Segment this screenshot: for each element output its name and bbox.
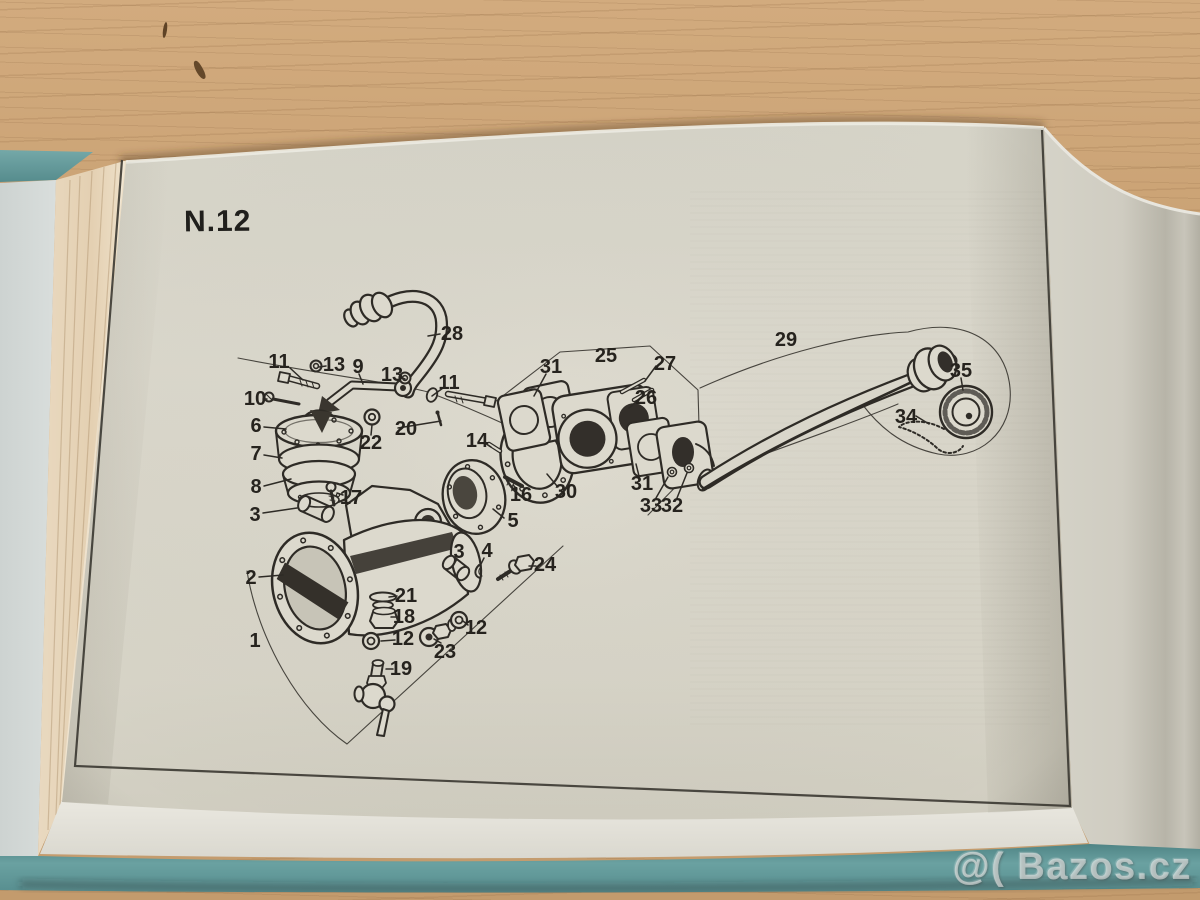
leader-line [262, 507, 298, 514]
part-label-23: 23 [434, 641, 456, 663]
part-label-26: 26 [635, 387, 657, 409]
part-label-14: 14 [466, 430, 489, 452]
part-label-12: 12 [465, 617, 487, 639]
diagram-frame-border [73, 129, 1072, 808]
part-label-16: 16 [510, 484, 532, 506]
part-label-10: 10 [244, 388, 266, 410]
small-parts-bottom [353, 441, 535, 737]
leader-line [462, 620, 469, 626]
part-label-29: 29 [775, 329, 797, 351]
exploded-diagram: 2811139131110620227817321211812192312342… [237, 289, 1011, 745]
leader-line [452, 558, 458, 567]
part-label-22: 22 [360, 432, 382, 454]
part-label-34: 34 [895, 406, 918, 428]
left-page-sliver [0, 180, 56, 858]
part-label-28: 28 [441, 323, 463, 345]
gasket-flange-right [625, 416, 715, 490]
part-label-8: 8 [250, 476, 261, 498]
leader-line [388, 595, 398, 598]
leader-line [370, 424, 373, 436]
leader-line [628, 400, 638, 409]
leader-line [358, 373, 364, 385]
leader-line [676, 472, 688, 499]
book-bottom-shadow [19, 877, 1196, 892]
leader-line [318, 365, 327, 368]
page-top-shadow [119, 117, 1045, 164]
watermark: @( Bazos.cz [952, 846, 1192, 888]
filler-cap-35 [938, 384, 994, 440]
part-label-19: 19 [390, 658, 412, 680]
leader-line [960, 377, 964, 391]
leader-line [263, 454, 283, 459]
part-label-13: 13 [323, 354, 345, 376]
book-cover-teal-bottom [0, 844, 1200, 893]
leader-line [397, 420, 442, 429]
part-label-35: 35 [950, 360, 972, 382]
part-label-6: 6 [250, 415, 261, 437]
part-label-33: 33 [640, 495, 662, 517]
part-label-30: 30 [555, 481, 577, 503]
part-label-4: 4 [481, 540, 493, 562]
right-pages [1042, 127, 1200, 850]
page-title: N.12 [183, 204, 252, 239]
part-label-2: 2 [245, 567, 256, 589]
part-label-12: 12 [392, 628, 414, 650]
book-cover-teal-top [0, 150, 93, 182]
leader-line [263, 478, 292, 487]
cap-chain-34 [898, 420, 964, 454]
part-label-20: 20 [395, 418, 417, 440]
leader-line [336, 492, 344, 496]
leader-line [915, 415, 930, 425]
leader-line [433, 638, 442, 644]
leader-line [427, 333, 441, 337]
part-label-3: 3 [453, 541, 464, 563]
part-label-9: 9 [352, 356, 363, 378]
pages-fore-edge [40, 800, 1088, 859]
fuel-pump-assembly [263, 359, 497, 523]
leader-line [644, 365, 657, 382]
leader-line [479, 557, 485, 567]
leader-line [431, 387, 444, 397]
part-label-31: 31 [631, 473, 653, 495]
leader-line [655, 476, 669, 499]
part-label-31: 31 [540, 356, 562, 378]
leader-line [258, 574, 284, 578]
leader-line [263, 426, 287, 430]
leader-line [398, 376, 406, 380]
part-label-24: 24 [534, 554, 557, 576]
leader-line [492, 508, 505, 519]
part-label-17: 17 [340, 487, 362, 509]
filler-pipe-29 [696, 344, 958, 492]
part-label-27: 27 [654, 353, 676, 375]
part-label-32: 32 [661, 495, 683, 517]
part-28-hose [343, 289, 449, 399]
leader-line [546, 473, 558, 487]
part-label-11: 11 [268, 351, 289, 373]
part-label-11: 11 [438, 372, 459, 394]
part-label-7: 7 [250, 443, 261, 465]
part-label-5: 5 [507, 510, 518, 532]
leader-line [512, 484, 518, 490]
leader-line [635, 463, 640, 477]
part-label-3: 3 [249, 504, 260, 526]
part-label-1: 1 [249, 630, 260, 652]
leader-line [289, 367, 304, 381]
leader-line [484, 442, 492, 448]
part-label-18: 18 [393, 606, 415, 628]
part-label-25: 25 [595, 345, 617, 367]
leader-line [380, 639, 396, 642]
part-label-13: 13 [381, 364, 403, 386]
leader-line [533, 373, 547, 397]
part-label-21: 21 [395, 585, 417, 607]
